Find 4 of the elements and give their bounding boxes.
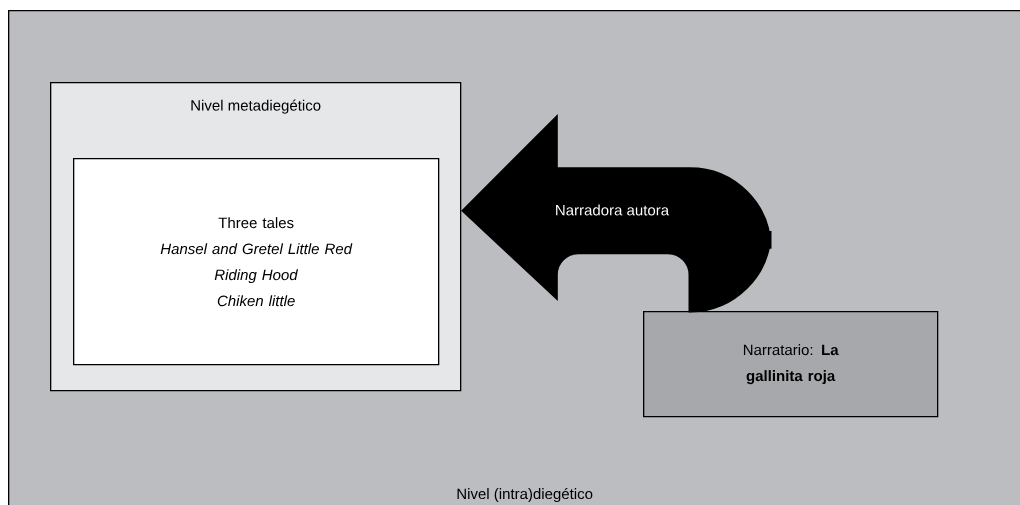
tales-box: Three tales Hansel and Gretel Little Red Riding Hood Chiken little: [73, 158, 440, 366]
edge-label: Narradora autora: [556, 204, 670, 216]
curved-arrow: [461, 116, 772, 313]
narratee-box: Narratario: La gallinita roja: [643, 311, 939, 418]
